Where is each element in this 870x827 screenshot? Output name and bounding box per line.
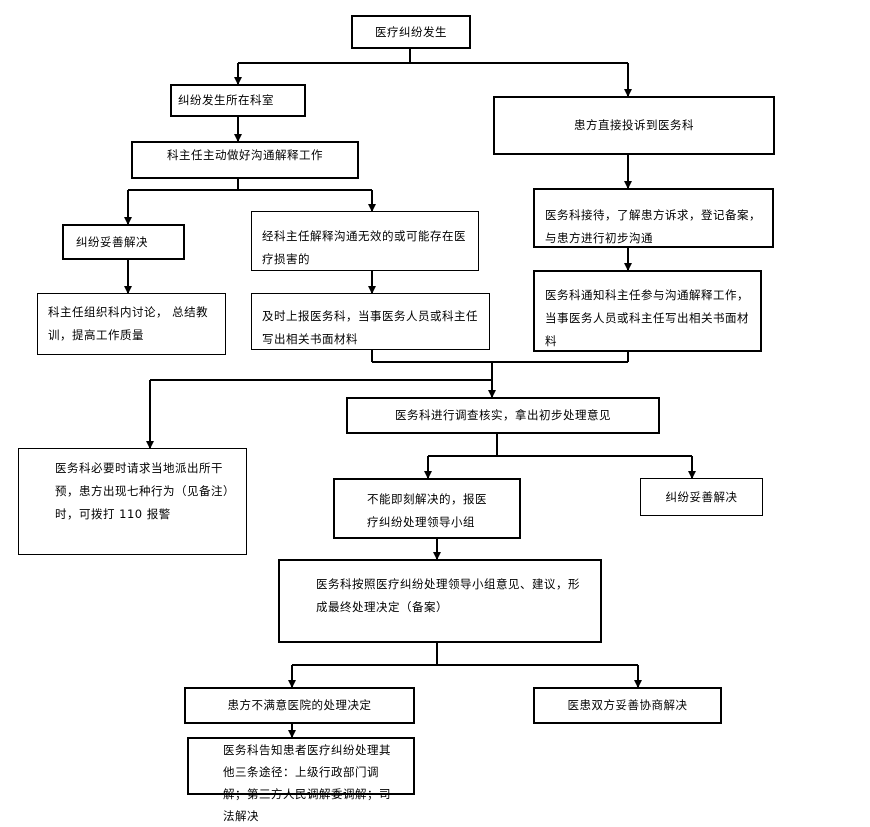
node-negotiated: 医患双方妥善协商解决 bbox=[533, 687, 722, 724]
node-report: 及时上报医务科，当事医务人员或科主任写出相关书面材料 bbox=[251, 293, 490, 350]
node-notify-director: 医务科通知科主任参与沟通解释工作，当事医务人员或科主任写出相关书面材料 bbox=[533, 270, 762, 352]
node-direct-complaint: 患方直接投诉到医务科 bbox=[493, 96, 775, 155]
node-resolved-dept: 纠纷妥善解决 bbox=[62, 224, 185, 260]
node-reception: 医务科接待，了解患方诉求，登记备案，与患方进行初步沟通 bbox=[533, 188, 774, 248]
node-final-decision: 医务科按照医疗纠纷处理领导小组意见、建议，形成最终处理决定（备案） bbox=[278, 559, 602, 643]
node-escalate: 不能即刻解决的，报医疗纠纷处理领导小组 bbox=[333, 478, 521, 539]
node-resolved-office: 纠纷妥善解决 bbox=[640, 478, 763, 516]
node-other-ways: 医务科告知患者医疗纠纷处理其他三条途径：上级行政部门调解；第三方人民调解委调解；… bbox=[187, 737, 415, 823]
node-summarize: 科主任组织科内讨论， 总结教训，提高工作质量 bbox=[37, 293, 226, 355]
node-investigate: 医务科进行调查核实，拿出初步处理意见 bbox=[346, 397, 660, 434]
node-ineffective: 经科主任解释沟通无效的或可能存在医疗损害的 bbox=[251, 211, 479, 271]
node-dept: 纠纷发生所在科室 bbox=[170, 84, 306, 117]
node-start: 医疗纠纷发生 bbox=[351, 15, 471, 49]
node-police: 医务科必要时请求当地派出所干预，患方出现七种行为（见备注） 时，可拨打 110 … bbox=[18, 448, 247, 555]
node-dissatisfied: 患方不满意医院的处理决定 bbox=[184, 687, 415, 724]
node-director-explain: 科主任主动做好沟通解释工作 bbox=[131, 141, 359, 179]
